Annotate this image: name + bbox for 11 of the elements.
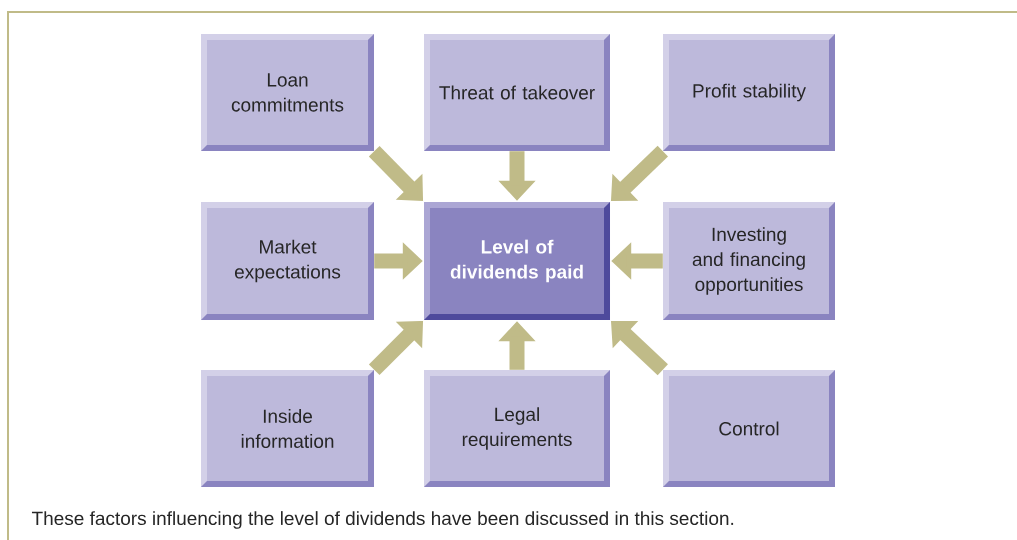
factor-box: Loan commitments bbox=[201, 34, 374, 151]
factor-box: Threat of takeover bbox=[424, 34, 610, 151]
factor-box: Profit stability bbox=[663, 34, 835, 151]
central-box: Level of dividends paid bbox=[424, 202, 610, 320]
factor-box: Investing and financing opportunities bbox=[663, 202, 835, 320]
arrow bbox=[611, 320, 668, 376]
factor-box: Control bbox=[663, 370, 835, 487]
factor-box: Legal requirements bbox=[424, 370, 610, 487]
caption: These factors influencing the level of dividends have been discussed in this section. bbox=[31, 511, 734, 529]
factor-box: Market expectations bbox=[201, 202, 374, 320]
factor-box: Inside information bbox=[201, 370, 374, 487]
